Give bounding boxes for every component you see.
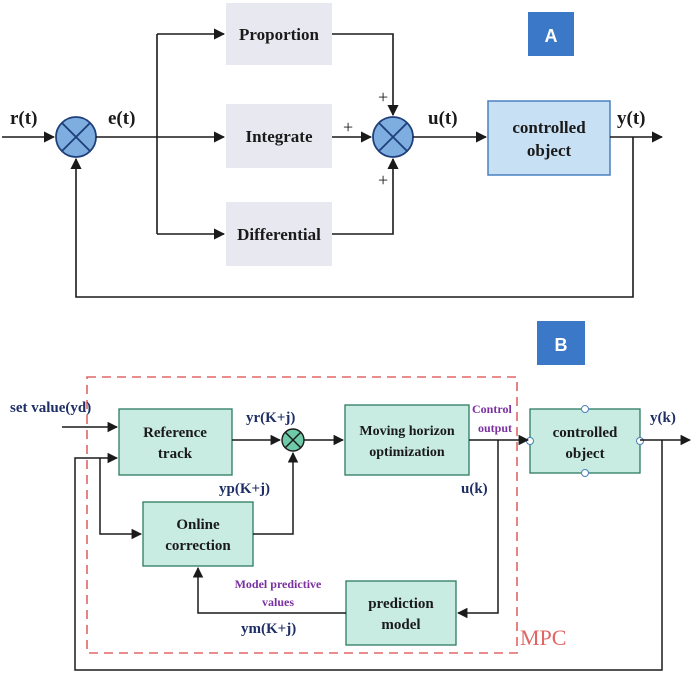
- sign-plus-left: +: [343, 117, 353, 137]
- proportion-label: Proportion: [239, 25, 320, 44]
- signal-ym: ym(K+j): [241, 621, 296, 637]
- signal-output-y: y(t): [617, 108, 645, 129]
- moving-horizon-line2: optimization: [369, 445, 445, 460]
- reference-track-line1: Reference: [143, 425, 207, 441]
- moving-horizon-block: [344, 404, 470, 476]
- summer-error-junction: [55, 116, 97, 158]
- panel-a-label: A: [545, 26, 558, 46]
- sign-plus-bottom: +: [378, 170, 388, 190]
- signal-yp: yp(K+j): [219, 481, 270, 497]
- model-predictive-line1: Model predictive: [235, 577, 322, 591]
- signal-uk: u(k): [461, 481, 488, 497]
- prediction-model-line1: prediction: [368, 596, 434, 612]
- proportion-block: [226, 3, 332, 65]
- plant-label-b-line1: controlled: [553, 425, 618, 441]
- moving-horizon-line1: Moving horizon: [359, 424, 454, 439]
- signal-set-value: set value(yd): [10, 400, 91, 416]
- plant-block-a: [487, 100, 611, 176]
- sign-plus-top: +: [378, 87, 388, 107]
- online-correction-line1: Online: [176, 517, 220, 533]
- panel-a-label-box: [528, 12, 574, 56]
- panel-b-mpc-diagram: B MPC Reference track Online correction …: [10, 321, 692, 671]
- panel-b-label: B: [555, 335, 568, 355]
- plant-block-b: [529, 408, 641, 474]
- prediction-model-block: [345, 580, 457, 646]
- plant-label-b-line2: object: [565, 446, 604, 462]
- summer-mpc-junction: [281, 428, 305, 452]
- online-correction-block: [142, 501, 254, 567]
- signal-yk: y(k): [650, 410, 676, 426]
- control-output-line2: output: [478, 421, 512, 435]
- integrate-block: [226, 104, 332, 168]
- signal-control-u: u(t): [428, 108, 458, 129]
- reference-track-line2: track: [158, 446, 193, 462]
- model-predictive-line2: values: [262, 595, 294, 609]
- online-correction-line2: correction: [165, 538, 231, 554]
- summer-pid-junction: [372, 116, 414, 158]
- mpc-boundary: [86, 376, 518, 654]
- reference-track-block: [118, 408, 233, 476]
- integrate-label: Integrate: [245, 127, 312, 146]
- panel-a-connectors: [2, 28, 664, 298]
- mpc-label: MPC: [520, 625, 566, 650]
- signal-yr: yr(K+j): [246, 410, 295, 426]
- prediction-model-line2: model: [381, 617, 420, 633]
- signal-error-e: e(t): [108, 108, 135, 129]
- signal-reference-r: r(t): [10, 108, 37, 129]
- panel-b-connectors: [62, 421, 692, 671]
- differential-block: [226, 202, 332, 266]
- panel-a-pid-diagram: A Proportion Integrate Differential cont…: [2, 3, 664, 298]
- differential-label: Differential: [237, 225, 321, 244]
- control-output-line1: Control: [472, 402, 512, 416]
- plant-label-a-line2: object: [527, 141, 572, 160]
- plant-label-a-line1: controlled: [512, 118, 586, 137]
- panel-b-label-box: [537, 321, 585, 365]
